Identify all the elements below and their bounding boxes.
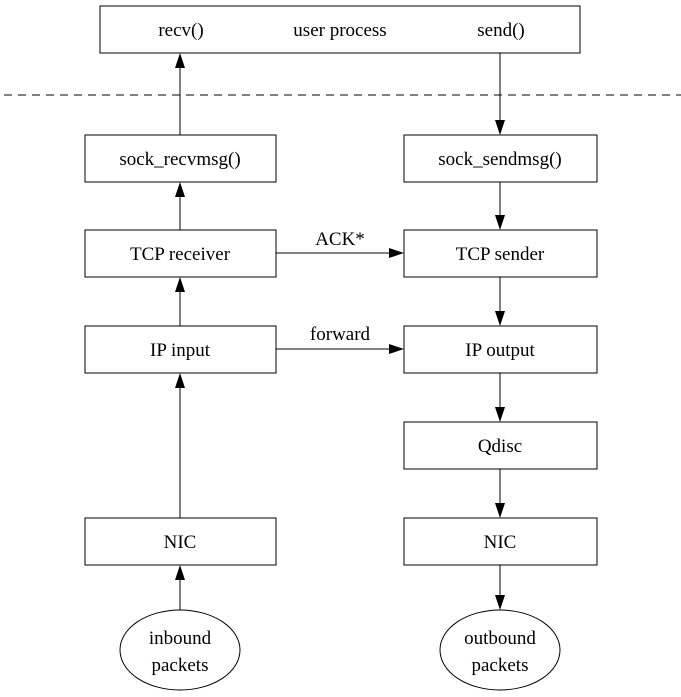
arrow-ack: ACK* (276, 229, 404, 258)
arrow-send-to-sock-sendmsg (495, 53, 505, 135)
sock-sendmsg-label: sock_sendmsg() (438, 149, 561, 170)
arrow-sock-recvmsg-to-recv (175, 53, 185, 135)
arrow-inbound-to-nic (175, 565, 185, 610)
arrow-tcp-sender-to-ip-output (495, 277, 505, 326)
arrow-qdisc-to-nic (495, 469, 505, 518)
inbound-packets-ellipse: inbound packets (119, 609, 241, 691)
rx-nic-box: NIC (84, 517, 277, 566)
ip-output-box: IP output (403, 325, 598, 374)
arrow-nic-to-ip-input (175, 373, 185, 518)
tcp-sender-label: TCP sender (456, 244, 545, 265)
forward-label: forward (310, 324, 371, 345)
tx-nic-label: NIC (484, 532, 517, 553)
sock-sendmsg-box: sock_sendmsg() (403, 134, 598, 183)
arrow-ip-input-to-tcp-receiver (175, 277, 185, 326)
arrow-forward: forward (276, 324, 404, 354)
outbound-label-line2: packets (472, 655, 529, 676)
qdisc-label: Qdisc (478, 436, 522, 457)
sock-recvmsg-label: sock_recvmsg() (119, 149, 240, 170)
user-process-box: recv() user process send() (99, 5, 581, 54)
tx-nic-box: NIC (403, 517, 598, 566)
inbound-label-line1: inbound (149, 628, 212, 649)
arrow-sock-sendmsg-to-tcp-sender (495, 182, 505, 230)
arrow-tcp-receiver-to-sock-recvmsg (175, 182, 185, 230)
rx-nic-label: NIC (164, 532, 197, 553)
tcp-sender-box: TCP sender (403, 229, 598, 278)
send-label: send() (477, 20, 524, 41)
arrow-ip-output-to-qdisc (495, 373, 505, 422)
inbound-label-line2: packets (152, 655, 209, 676)
ip-input-box: IP input (84, 325, 277, 374)
ip-input-label: IP input (150, 340, 211, 361)
sock-recvmsg-box: sock_recvmsg() (84, 134, 277, 183)
qdisc-box: Qdisc (403, 421, 598, 470)
recv-label: recv() (158, 20, 203, 41)
ip-output-label: IP output (465, 340, 535, 361)
outbound-packets-ellipse: outbound packets (439, 609, 561, 691)
user-process-label: user process (293, 20, 386, 41)
outbound-label-line1: outbound (464, 628, 536, 649)
arrow-nic-to-outbound (495, 565, 505, 610)
tcp-receiver-label: TCP receiver (130, 244, 231, 265)
tcp-receiver-box: TCP receiver (84, 229, 277, 278)
ack-label: ACK* (315, 229, 365, 250)
